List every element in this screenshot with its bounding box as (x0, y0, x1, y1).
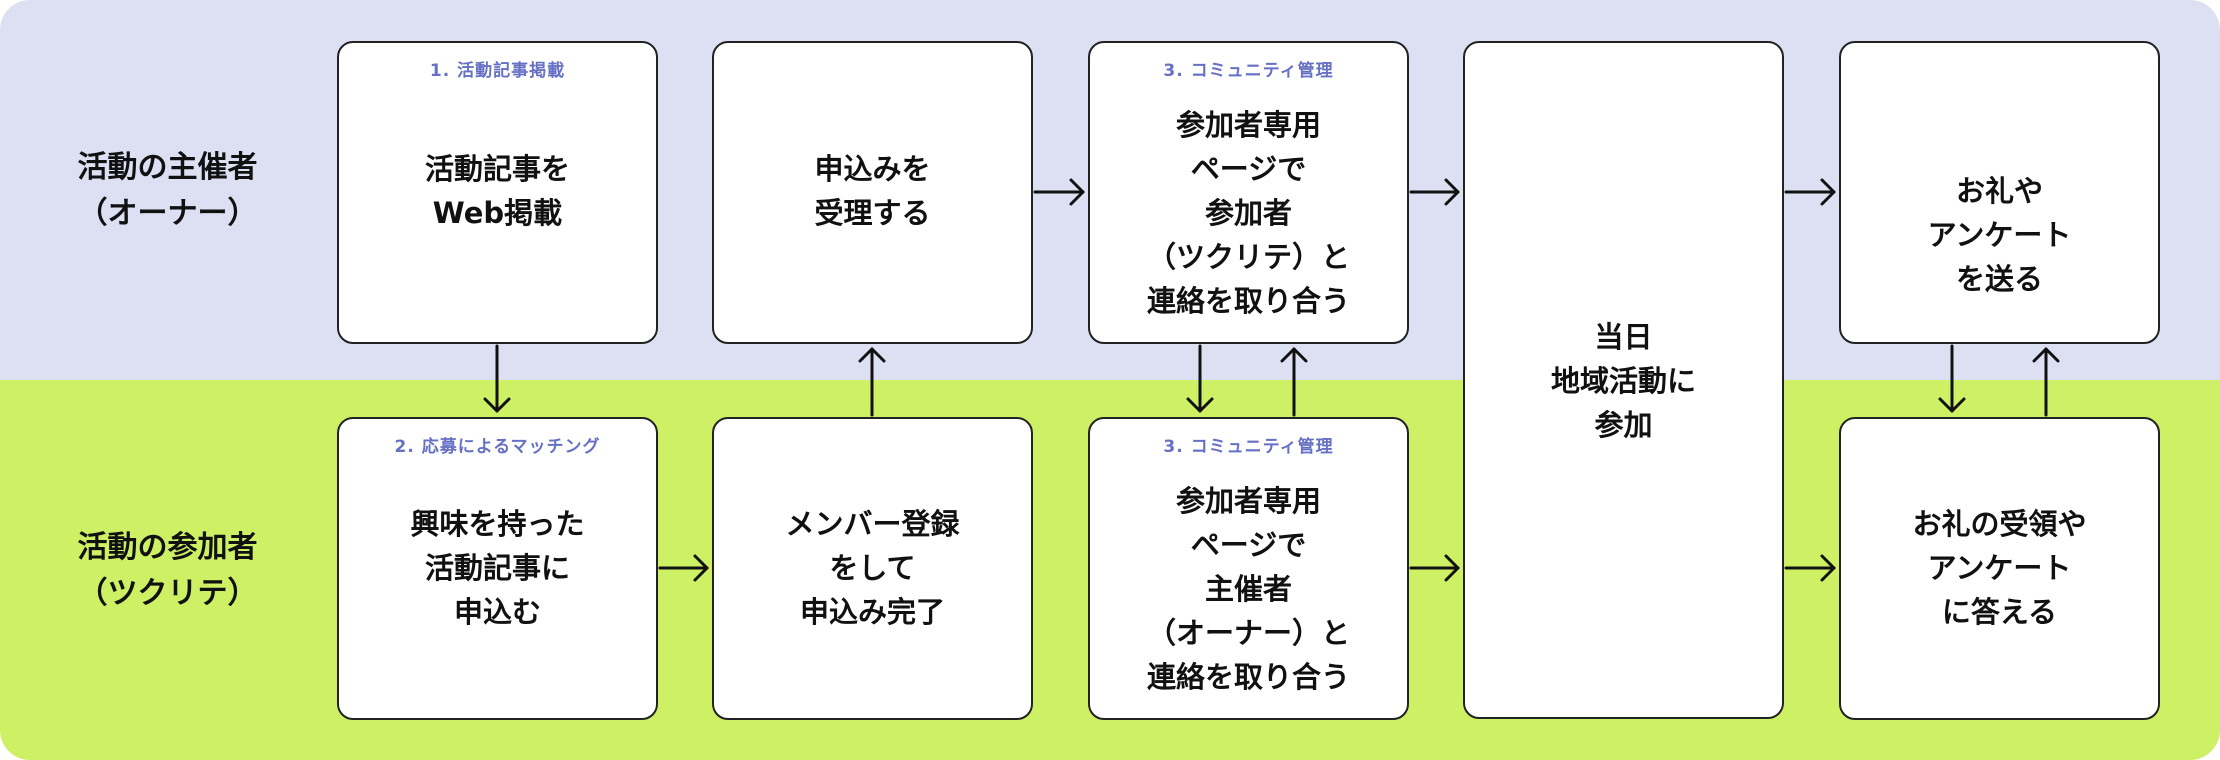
participant-community-line: （オーナー）と (1146, 616, 1350, 650)
owner-lane-label: 活動の主催者 （オーナー） (0, 145, 335, 237)
member-register-text: メンバー登録 をして 申込み完了 (714, 502, 1031, 634)
receive-thanks-text: お礼の受領や アンケート に答える (1841, 502, 2158, 634)
send-thanks-line: お礼や (1955, 174, 2043, 208)
apply-interest-text: 興味を持った 活動記事に 申込む (339, 502, 656, 634)
participant-community-box: 3. コミュニティ管理 参加者専用 ページで 主催者 （オーナー）と 連絡を取り… (1088, 417, 1409, 720)
event-day-line: 地域活動に (1550, 364, 1696, 398)
arrow-thanks-down-head (1938, 397, 1966, 413)
event-day-line: 当日 (1594, 320, 1653, 354)
participant-community-line: 主催者 (1204, 572, 1292, 606)
participant-community-line: 連絡を取り合う (1146, 660, 1350, 694)
accept-application-line: 受理する (814, 196, 931, 230)
participant-community-tag: 3. コミュニティ管理 (1163, 437, 1334, 457)
receive-thanks-line: に答える (1941, 595, 2058, 629)
accept-application-text: 申込みを 受理する (714, 147, 1031, 235)
send-thanks-box: お礼や アンケート を送る (1839, 41, 2160, 344)
owner-community-box: 3. コミュニティ管理 参加者専用 ページで 参加者 （ツクリテ）と 連絡を取り… (1088, 41, 1409, 344)
post-article-box: 1. 活動記事掲載 活動記事を Web掲載 (337, 41, 658, 344)
arrow-pcommunity-to-event-head (1444, 554, 1460, 582)
apply-interest-box: 2. 応募によるマッチング 興味を持った 活動記事に 申込む (337, 417, 658, 720)
participant-community-text: 参加者専用 ページで 主催者 （オーナー）と 連絡を取り合う (1090, 479, 1407, 699)
member-register-line: 申込み完了 (799, 595, 945, 629)
arrow-register-to-accept-head (858, 347, 886, 363)
arrow-community-to-event-head (1444, 178, 1460, 206)
participant-lane-label: 活動の参加者 （ツクリテ） (0, 525, 335, 617)
owner-community-text: 参加者専用 ページで 参加者 （ツクリテ）と 連絡を取り合う (1090, 103, 1407, 323)
owner-community-line: （ツクリテ）と (1146, 240, 1350, 274)
arrow-community-down-head (1186, 397, 1214, 413)
member-register-line: メンバー登録 (785, 507, 960, 541)
post-article-line: Web掲載 (432, 196, 563, 230)
arrow-event-to-thanks-head (1820, 178, 1836, 206)
apply-interest-line: 申込む (453, 595, 541, 629)
apply-interest-line: 活動記事に (424, 551, 570, 585)
send-thanks-line: アンケート (1927, 218, 2072, 252)
owner-lane-label-line2: （オーナー） (77, 196, 258, 231)
arrow-thanks-up-head (2032, 347, 2060, 363)
participant-lane-label-line2: （ツクリテ） (77, 576, 258, 611)
owner-community-line: 参加者 (1204, 196, 1292, 230)
receive-thanks-line: お礼の受領や (1912, 507, 2087, 541)
accept-application-box: 申込みを 受理する (712, 41, 1033, 344)
owner-community-line: 連絡を取り合う (1146, 284, 1350, 318)
apply-interest-tag: 2. 応募によるマッチング (394, 437, 601, 457)
accept-application-line: 申込みを (814, 152, 931, 186)
event-day-box: 当日 地域活動に 参加 (1463, 41, 1784, 719)
arrow-accept-to-community-head (1069, 178, 1085, 206)
arrow-community-up-head (1280, 347, 1308, 363)
post-article-text: 活動記事を Web掲載 (339, 147, 656, 235)
post-article-tag: 1. 活動記事掲載 (429, 61, 566, 81)
event-day-text: 当日 地域活動に 参加 (1465, 315, 1782, 447)
member-register-line: をして (829, 551, 916, 585)
owner-lane-label-line1: 活動の主催者 (77, 150, 258, 185)
arrow-article-to-apply-head (483, 397, 511, 413)
apply-interest-line: 興味を持った (410, 507, 585, 541)
event-day-line: 参加 (1594, 408, 1653, 442)
owner-community-tag: 3. コミュニティ管理 (1163, 61, 1334, 81)
arrow-event-to-receive-head (1820, 554, 1836, 582)
receive-thanks-line: アンケート (1927, 551, 2072, 585)
receive-thanks-box: お礼の受領や アンケート に答える (1839, 417, 2160, 720)
send-thanks-text: お礼や アンケート を送る (1841, 169, 2158, 301)
member-register-box: メンバー登録 をして 申込み完了 (712, 417, 1033, 720)
send-thanks-line: を送る (1955, 262, 2043, 296)
post-article-line: 活動記事を (424, 152, 570, 186)
owner-community-line: 参加者専用 (1175, 108, 1321, 142)
participant-community-line: ページで (1190, 528, 1307, 562)
owner-community-line: ページで (1190, 152, 1307, 186)
participant-lane-label-line1: 活動の参加者 (77, 530, 258, 565)
arrow-apply-to-register-head (693, 554, 709, 582)
participant-community-line: 参加者専用 (1175, 484, 1321, 518)
